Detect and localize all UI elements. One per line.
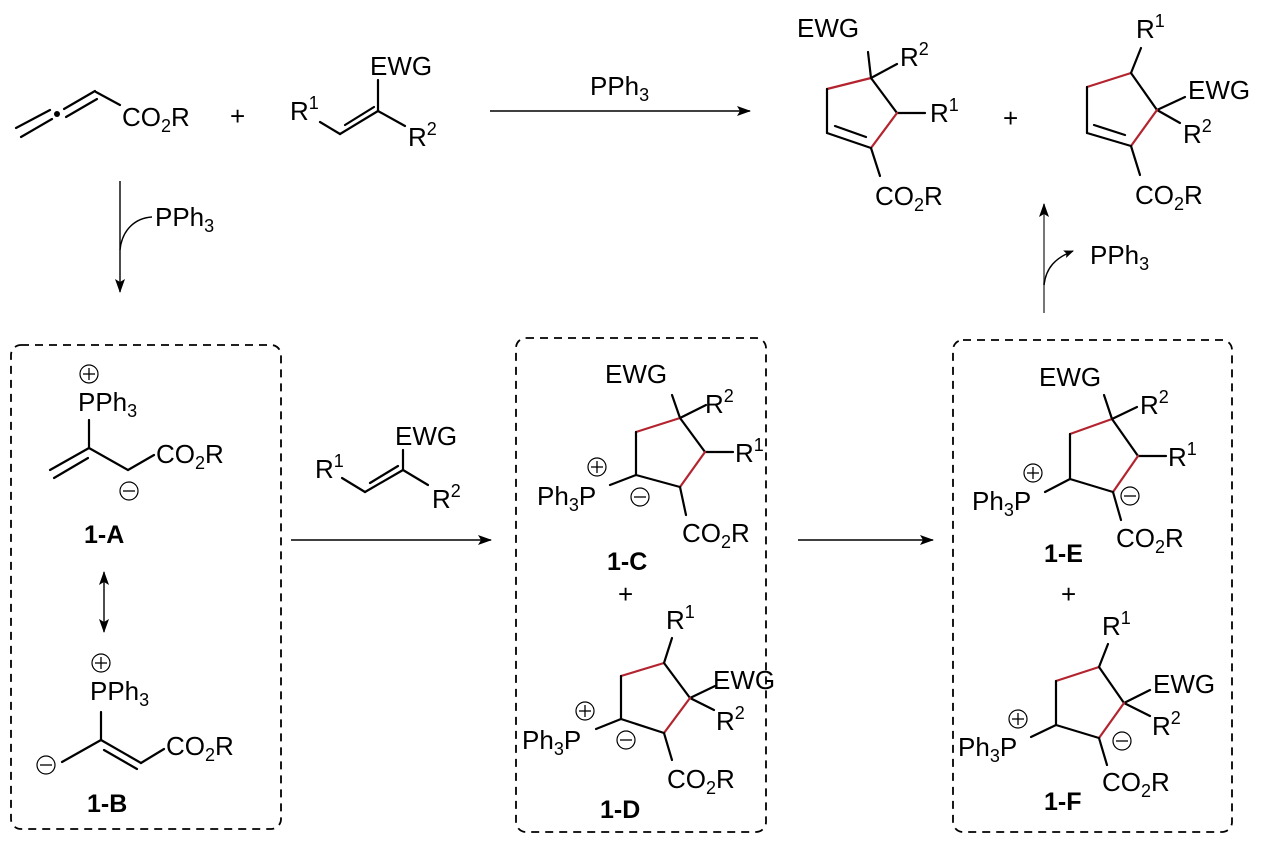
label-1f: 1-F xyxy=(1044,788,1082,816)
intermediate-1f: R1 EWG R2 CO2R Ph3P 1-F xyxy=(958,608,1215,816)
1e-r1: R1 xyxy=(1168,439,1197,472)
label-1b: 1-B xyxy=(87,790,127,818)
product1-r2: R2 xyxy=(900,39,929,72)
catalyst-out-label: PPh3 xyxy=(1090,240,1149,274)
intermediate-1b: PPh3 CO2R 1-B xyxy=(36,653,234,818)
1c-ester: CO2R xyxy=(682,518,750,552)
1f-r1: R1 xyxy=(1102,608,1131,641)
plus-sign-1: + xyxy=(230,101,245,131)
1d-r1: R1 xyxy=(666,602,695,635)
1d-ester: CO2R xyxy=(667,764,735,798)
ewg-label: EWG xyxy=(370,51,432,81)
label-1d: 1-D xyxy=(600,796,640,824)
product1-ewg: EWG xyxy=(797,13,859,43)
1a-ester: CO2R xyxy=(156,439,224,473)
intermediate-1a: PPh3 CO2R 1-A xyxy=(48,364,224,549)
plus-sign-cd: + xyxy=(618,579,633,609)
1b-pph3: PPh3 xyxy=(90,676,149,710)
label-1c: 1-C xyxy=(607,548,647,576)
1f-ewg: EWG xyxy=(1153,669,1215,699)
product2-ewg: EWG xyxy=(1188,75,1250,105)
intermediate-box-ef xyxy=(952,339,1233,833)
r2-label: R2 xyxy=(408,119,437,152)
1d-r2: R2 xyxy=(716,703,745,736)
alkene-top: R1 EWG R2 xyxy=(290,51,437,152)
1c-ewg: EWG xyxy=(605,359,667,389)
product2-r1: R1 xyxy=(1136,11,1165,44)
intermediate-1d: R1 EWG R2 CO2R Ph3P 1-D xyxy=(522,602,775,824)
catalyst-in-curved-arrow xyxy=(119,216,153,251)
1a-pph3: PPh3 xyxy=(78,387,137,421)
1d-ph3p: Ph3P xyxy=(522,725,581,759)
1c-r2: R2 xyxy=(705,386,734,419)
alkene-middle: R1 EWG R2 xyxy=(315,421,461,514)
product-1: EWG R2 R1 CO2R xyxy=(797,13,959,215)
1e-r2: R2 xyxy=(1140,387,1169,420)
catalyst-in-label: PPh3 xyxy=(155,202,214,236)
1e-ester: CO2R xyxy=(1116,523,1184,557)
intermediate-1e: EWG R2 R1 CO2R Ph3P 1-E xyxy=(972,362,1197,568)
label-1e: 1-E xyxy=(1044,540,1083,568)
product2-ester: CO2R xyxy=(1135,180,1203,214)
r1-label: R1 xyxy=(290,93,319,126)
product1-ester: CO2R xyxy=(875,181,943,215)
product-2: R1 EWG R2 CO2R xyxy=(1085,11,1250,214)
intermediate-box-cd xyxy=(515,337,767,833)
allenoate-ester-label: CO2R xyxy=(122,102,190,136)
1f-ester: CO2R xyxy=(1102,767,1170,801)
1c-r1: R1 xyxy=(735,435,764,468)
1f-r2: R2 xyxy=(1152,708,1181,741)
1d-ewg: EWG xyxy=(713,665,775,695)
1e-ewg: EWG xyxy=(1039,362,1101,392)
plus-sign-products: + xyxy=(1003,103,1018,133)
mid-ewg: EWG xyxy=(395,421,457,451)
label-1a: 1-A xyxy=(84,521,124,549)
plus-sign-ef: + xyxy=(1061,579,1076,609)
1b-ester: CO2R xyxy=(166,731,234,765)
1e-ph3p: Ph3P xyxy=(972,486,1031,520)
allene-center-dot xyxy=(54,111,60,117)
mid-r2: R2 xyxy=(432,481,461,514)
product1-r1: R1 xyxy=(930,95,959,128)
intermediate-1c: EWG R2 R1 CO2R Ph3P 1-C xyxy=(537,359,764,576)
1f-ph3p: Ph3P xyxy=(958,732,1017,766)
catalyst-out-curved-arrow xyxy=(1043,250,1074,286)
mid-r1: R1 xyxy=(315,451,344,484)
intermediate-box-ab xyxy=(10,344,282,830)
product2-r2: R2 xyxy=(1183,116,1212,149)
allenoate: CO2R xyxy=(14,89,190,139)
top-reagent-label: PPh3 xyxy=(590,71,649,105)
1c-ph3p: Ph3P xyxy=(537,481,596,515)
